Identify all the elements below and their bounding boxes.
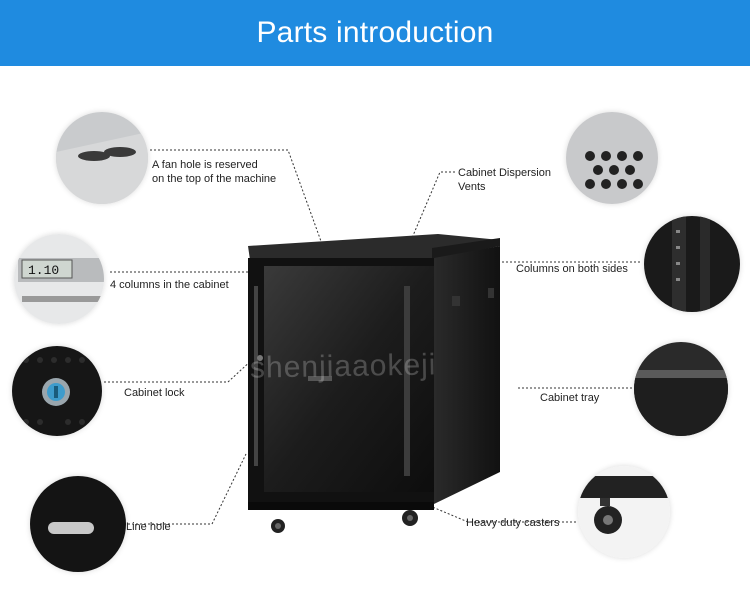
- fan-hole-label-line1: A fan hole is reserved: [152, 159, 258, 171]
- columns-cabinet-label: 4 columns in the cabinet: [110, 279, 229, 291]
- dispersion-vents-photo: [566, 112, 658, 204]
- watermark-text: shenjiaaokeji: [249, 348, 437, 385]
- casters-label: Heavy duty casters: [466, 517, 560, 529]
- leader-lock: [104, 357, 255, 383]
- fan-hole-photo: [56, 112, 148, 204]
- cabinet-lock-label: Cabinet lock: [124, 387, 185, 399]
- line-hole-label: Line hole: [126, 521, 171, 533]
- cabinet-tray-label: Cabinet tray: [540, 392, 600, 404]
- cabinet-image: [248, 234, 500, 533]
- title-banner: Parts introduction: [0, 0, 750, 66]
- dispersion-label-line1: Cabinet Dispersion: [458, 167, 551, 179]
- columns-sides-label: Columns on both sides: [516, 263, 628, 275]
- line-hole-photo: [30, 476, 126, 572]
- leader-fan-hole: [150, 149, 323, 245]
- fan-hole-label: A fan hole is reserved on the top of the…: [152, 158, 276, 186]
- leader-line-hole: [124, 453, 247, 525]
- cabinet-tray-photo: [634, 342, 728, 436]
- columns-cabinet-photo: 1.10: [14, 234, 104, 324]
- dispersion-label: Cabinet Dispersion Vents: [458, 166, 551, 194]
- cabinet-lock-photo: [12, 346, 102, 436]
- leader-dispersion: [411, 171, 455, 239]
- product-stage: shenjiaaokeji A fan hole is reserved on …: [0, 66, 750, 596]
- columns-sides-photo: [644, 216, 740, 312]
- dispersion-label-line2: Vents: [458, 181, 486, 193]
- fan-hole-label-line2: on the top of the machine: [152, 173, 277, 185]
- leader-casters: [429, 505, 576, 523]
- page-title: Parts introduction: [256, 16, 494, 49]
- lcd-reading: 1.10: [28, 263, 59, 278]
- casters-photo: [578, 466, 670, 558]
